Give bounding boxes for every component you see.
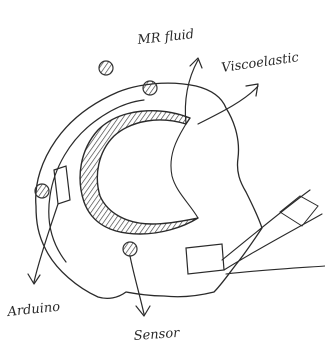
label-sensor: Sensor — [133, 326, 180, 344]
sensor-dot-bottom — [123, 242, 137, 256]
label-mr-fluid: MR fluid — [136, 27, 195, 48]
chin-guard — [186, 244, 224, 274]
sensor-dot-top — [143, 81, 157, 95]
chin-bar-lines — [222, 190, 325, 274]
label-viscoelastic: Viscoelastic — [220, 50, 300, 76]
sensor-dot-left — [35, 184, 49, 198]
arrow-mr-fluid — [185, 58, 202, 124]
mr-fluid-hatched-layer — [80, 111, 198, 234]
helmet-face-opening — [171, 124, 198, 218]
sensor-dot-top-left — [99, 61, 113, 75]
arrow-sensor — [130, 256, 150, 316]
label-arduino: Arduino — [6, 300, 61, 321]
chin-bar-outline — [280, 196, 318, 226]
